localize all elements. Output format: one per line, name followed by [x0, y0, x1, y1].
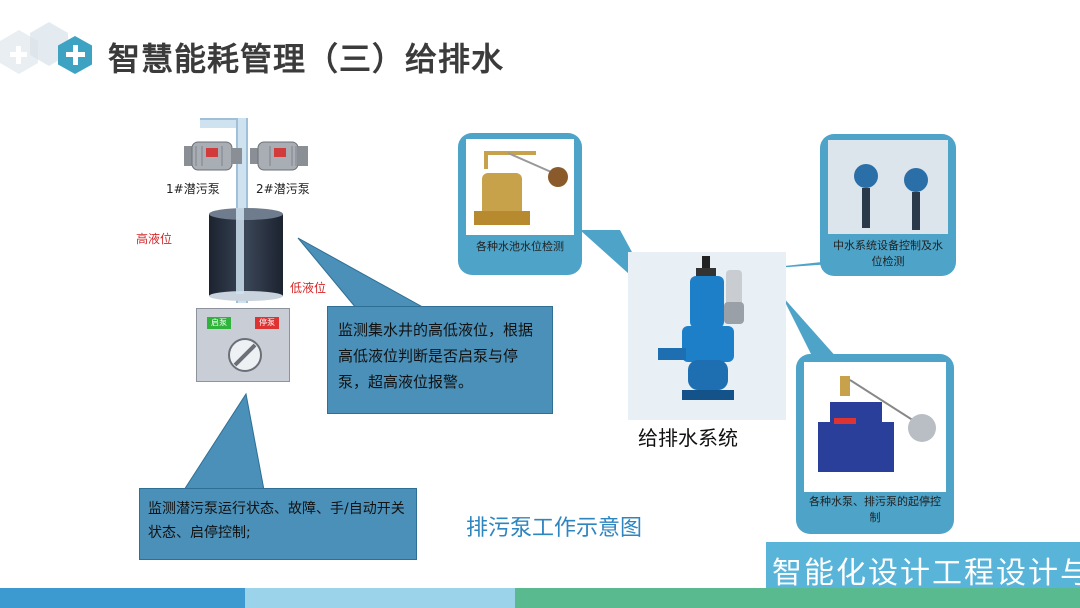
- system-product-image: [628, 252, 786, 420]
- bubble-pump-control-label: 各种水泵、排污泵的起停控制: [809, 495, 941, 524]
- header-decoration: [0, 22, 100, 92]
- stop-indicator: 停泵: [255, 317, 279, 329]
- bubble-water-level: 各种水池水位检测: [458, 133, 582, 275]
- bubble-water-level-label: 各种水池水位检测: [476, 240, 564, 253]
- bubble-pump-control: 各种水泵、排污泵的起停控制: [796, 354, 954, 534]
- start-indicator: 启泵: [207, 317, 231, 329]
- pump-2-label: 2#潜污泵: [256, 182, 310, 196]
- selector-knob: [227, 337, 263, 373]
- control-panel: 启泵 停泵: [196, 308, 290, 382]
- callout-status: 监测潜污泵运行状态、故障、手/自动开关状态、启停控制;: [139, 488, 417, 560]
- watermark-text: 智能化设计工程设计与施工: [772, 556, 1080, 588]
- watermark-banner: 智能化设计工程设计与施工: [766, 542, 1080, 588]
- system-label: 给排水系统: [638, 426, 738, 450]
- callout-status-text: 监测潜污泵运行状态、故障、手/自动开关状态、启停控制;: [148, 501, 405, 541]
- pump-control-valve-image: [804, 362, 946, 492]
- footer-stripe: [245, 588, 515, 608]
- callout-level-text: 监测集水井的高低液位，根据高低液位判断是否启泵与停泵，超高液位报警。: [338, 321, 534, 391]
- pump-2: [248, 138, 310, 174]
- water-tank: [208, 206, 284, 302]
- water-level-valve-image: [466, 139, 574, 235]
- low-level-label: 低液位: [290, 281, 327, 295]
- callout-status-pointer: [180, 392, 270, 492]
- diagram-caption: 排污泵工作示意图: [466, 516, 643, 541]
- bubble-reclaimed-water-label: 中水系统设备控制及水位检测: [833, 239, 943, 268]
- page-title: 智慧能耗管理（三）给排水: [108, 40, 505, 78]
- high-level-label: 高液位: [136, 232, 173, 246]
- reclaimed-water-device-image: [828, 140, 948, 234]
- pump-1-label: 1#潜污泵: [166, 182, 220, 196]
- bubble-reclaimed-water: 中水系统设备控制及水位检测: [820, 134, 956, 276]
- footer-stripe: [515, 588, 1080, 608]
- pump-1: [182, 138, 244, 174]
- callout-level: 监测集水井的高低液位，根据高低液位判断是否启泵与停泵，超高液位报警。: [327, 306, 553, 414]
- footer-stripe: [0, 588, 245, 608]
